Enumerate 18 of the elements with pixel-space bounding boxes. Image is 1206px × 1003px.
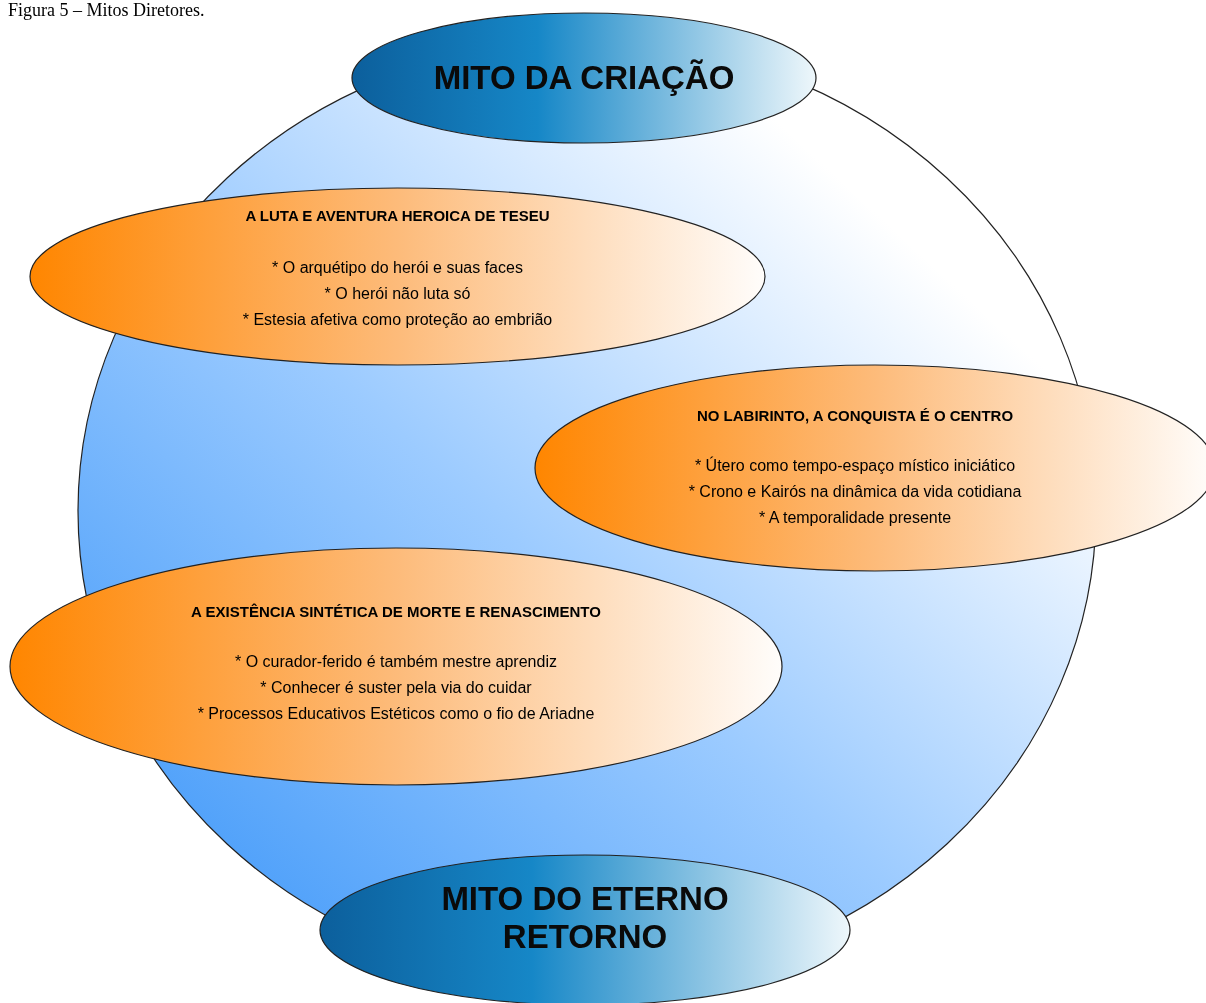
heading-text: A LUTA E AVENTURA HEROICA DE TESEU [244,206,551,226]
ellipse-node [30,188,765,365]
ellipse-node [352,13,816,143]
bullet-text: * O arquétipo do herói e suas faces [271,258,524,278]
title-text: MITO DO ETERNO RETORNO [440,880,730,956]
ellipse-node [10,548,782,785]
bullet-text: * O herói não luta só [323,284,472,304]
bullet-text: * Crono e Kairós na dinâmica da vida cotidiana [687,482,1023,502]
bullet-text: * Processos Educativos Estéticos como o fio de Ariadne [196,704,596,724]
heading-text: NO LABIRINTO, A CONQUISTA É O CENTRO [695,406,1015,426]
bullet-text: * Estesia afetiva como proteção ao embrião [241,310,554,330]
bullet-text: * A temporalidade presente [757,508,953,528]
title-text: MITO DA CRIAÇÃO [432,59,736,97]
bullet-text: * O curador-ferido é também mestre aprendiz [234,652,558,672]
heading-text: A EXISTÊNCIA SINTÉTICA DE MORTE E RENASCIMENTO [190,602,602,622]
bullet-text: * Conhecer é suster pela via do cuidar [259,678,533,698]
bullet-text: * Útero como tempo-espaço místico iniciático [693,456,1017,476]
figure-caption: Figura 5 – Mitos Diretores. [8,0,205,20]
